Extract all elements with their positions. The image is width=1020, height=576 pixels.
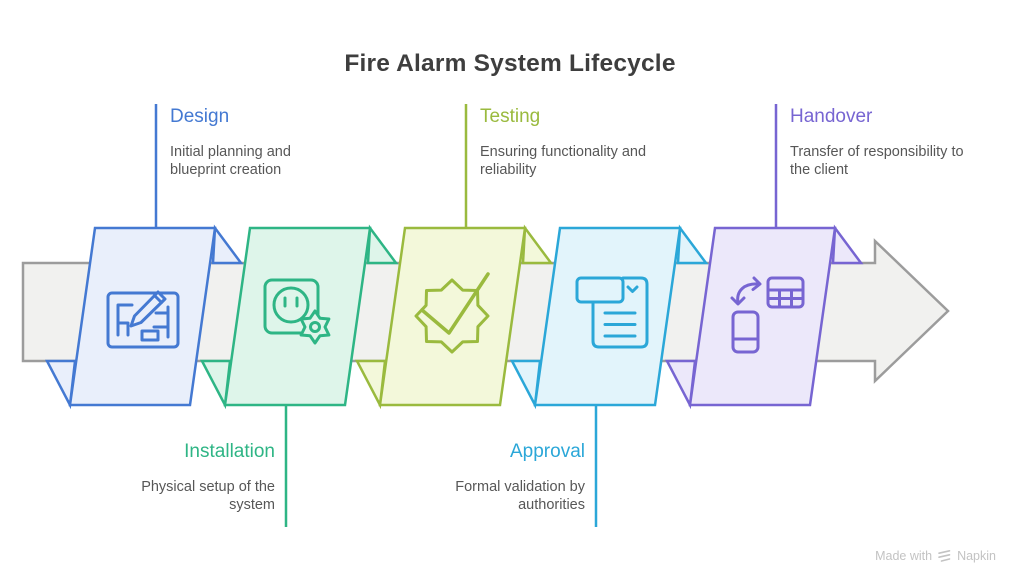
stage-name: Handover [790, 106, 873, 127]
ribbon-fold [831, 224, 864, 265]
made-with-text: Made with [875, 549, 933, 563]
stage-panel [688, 226, 837, 407]
stage-description: Formal validation by authorities [455, 478, 585, 514]
stage-name: Installation [184, 441, 275, 462]
stage-name: Testing [480, 106, 541, 127]
stage-name: Design [170, 106, 230, 127]
blueprint-pencil-icon [106, 290, 180, 349]
stage-label-installation: Installation Physical setup of the syste… [125, 441, 275, 515]
footer-credit: Made with Napkin [875, 549, 996, 563]
ribbon-fold [521, 224, 554, 265]
ribbon-fold [211, 224, 244, 265]
device-transfer-icon [730, 276, 805, 354]
stage-description: Initial planning and blueprint creation [170, 143, 291, 179]
stage-description: Physical setup of the system [141, 478, 275, 514]
stage-panel [533, 226, 682, 407]
stage-label-approval: Approval Formal validation by authoritie… [437, 441, 585, 515]
brand-text: Napkin [957, 549, 996, 563]
badge-check-icon [414, 272, 490, 354]
stage-shape-handover [664, 224, 864, 410]
stage-shape-testing [354, 224, 554, 410]
napkin-logo-icon [938, 550, 951, 562]
stage-label-testing: Testing Ensuring functionality and relia… [480, 106, 666, 180]
stage-shape-design [44, 224, 244, 410]
stage-shape-approval [509, 224, 709, 410]
outlet-gear-icon [263, 278, 331, 345]
form-dropdown-icon [575, 276, 649, 349]
stage-shape-installation [199, 224, 399, 410]
ribbon-fold [676, 224, 709, 265]
stage-description: Ensuring functionality and reliability [480, 143, 647, 179]
ribbon-fold [366, 224, 399, 265]
stage-description: Transfer of responsibility to the client [790, 143, 964, 179]
page-title: Fire Alarm System Lifecycle [344, 50, 676, 77]
stage-name: Approval [510, 441, 585, 462]
stage-label-design: Design Initial planning and blueprint cr… [170, 106, 330, 180]
stage-panel [223, 226, 372, 407]
stage-label-handover: Handover Transfer of responsibility to t… [790, 106, 982, 180]
